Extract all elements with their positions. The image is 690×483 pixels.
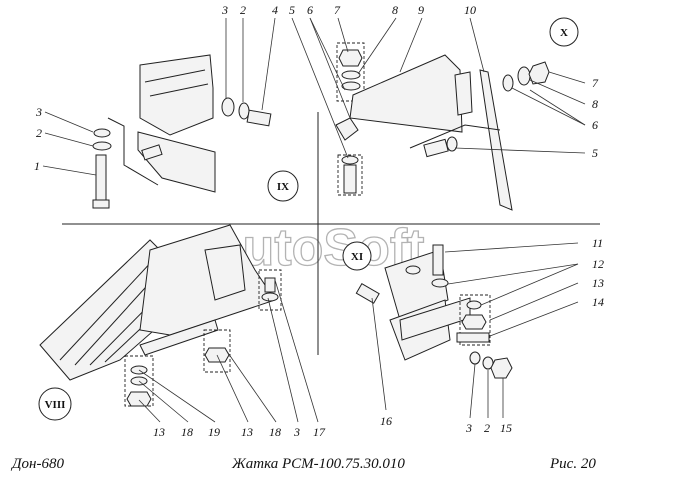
view-label-x: X [549,17,579,47]
callout-5-right: 5 [592,146,598,160]
svg-text:XI: XI [351,251,363,263]
washer-8-right [517,66,531,86]
callout-14: 14 [592,295,604,309]
plate-14 [456,332,490,343]
nut-7-right [528,61,550,85]
callout-8-top: 8 [392,3,398,17]
footer-model-label: Дон-680 [12,456,64,472]
callout-labels: 3 2 4 5 6 7 8 9 10 3 2 1 7 8 6 5 11 12 1… [34,3,604,439]
callout-13-right: 13 [592,276,604,290]
bolt-5-right [423,138,449,158]
bracket-ix [137,131,216,193]
callout-19: 19 [208,425,220,439]
callout-3-top: 3 [221,3,228,17]
view-label-viii: VIII [38,387,72,421]
washer-3-top [221,97,235,117]
callout-12: 12 [592,257,604,271]
leader-lines [42,17,586,423]
callout-3-mid: 3 [293,425,300,439]
callout-3-bot: 3 [465,421,472,435]
callout-5-top: 5 [289,3,295,17]
callout-18-a: 18 [181,425,193,439]
callout-2-left: 2 [36,126,42,140]
bolt-11 [432,244,444,276]
mounting-plate-ix [139,54,214,136]
nut-7-top [338,49,363,67]
nut-13-left [126,391,152,407]
footer-assembly-title: Жатка РСМ-100.75.30.010 [232,456,405,472]
view-x-nut-stack [502,61,550,92]
callout-8-right: 8 [592,97,598,111]
strip-10 [479,69,513,211]
washer-3-bot [469,351,481,365]
bolt-4-top [246,109,272,127]
callout-10-top: 10 [464,3,476,17]
washer-12-right [466,300,482,310]
callout-7-right: 7 [592,76,599,90]
svg-text:VIII: VIII [45,399,66,411]
view-viii-group [39,224,282,407]
bolt-1-left [95,154,107,206]
callout-13-b: 13 [241,425,253,439]
callout-1-left: 1 [34,159,40,173]
washer-2-left [92,141,112,151]
view-x-upper-group [335,42,513,211]
callout-6-top: 6 [307,3,313,17]
washer-8-top [341,70,361,80]
footer-figure-number: Рис. 20 [550,456,596,472]
bolt-ix-short [141,144,163,161]
callout-16: 16 [380,414,392,428]
callout-4-top: 4 [272,3,278,17]
view-ix-group [92,54,272,209]
callout-2-bot: 2 [484,421,490,435]
callout-9-top: 9 [418,3,424,17]
bolt-5-top [343,164,357,194]
callout-13-a: 13 [153,425,165,439]
svg-text:X: X [560,27,568,39]
view-label-xi: XI [342,241,372,271]
washer-3-left [93,128,111,138]
callout-11: 11 [592,236,603,250]
bolt-16 [355,282,380,304]
washer-12 [431,278,449,288]
washer-6-top [341,81,361,91]
callout-17: 17 [313,425,326,439]
nut-15-bot [490,357,513,379]
nut-13-right [461,314,487,330]
callout-3-left: 3 [35,105,42,119]
callout-7-top: 7 [334,3,341,17]
callout-18-b: 18 [269,425,281,439]
callout-15-bot: 15 [500,421,512,435]
washer-6-right [502,74,514,92]
bracket-9 [349,54,463,133]
callout-6-right: 6 [592,118,598,132]
washer-2-top [238,102,250,120]
view-label-ix: IX [267,170,299,202]
svg-text:IX: IX [277,181,289,193]
callout-2-top: 2 [240,3,246,17]
bracket-xi [384,249,449,321]
